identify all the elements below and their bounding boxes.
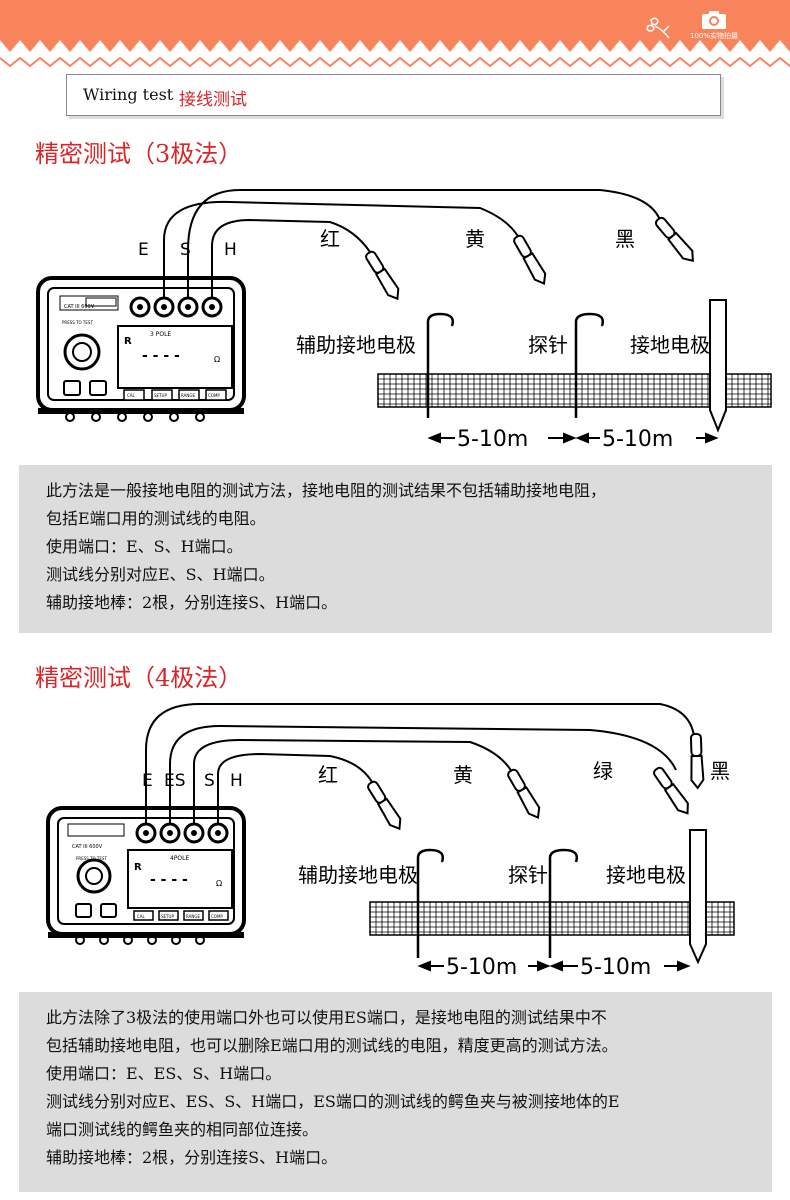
section-heading-4pole: 精密测试（4极法） bbox=[35, 664, 243, 692]
meter-button-cal: CAL bbox=[137, 914, 146, 919]
clip-label-red: 红 bbox=[320, 227, 340, 251]
test-wires bbox=[163, 189, 661, 298]
distance-label-2: 5-10m bbox=[602, 427, 673, 452]
clip-label-red: 红 bbox=[318, 763, 338, 787]
description-line: 包括E端口用的测试线的电阻。 bbox=[46, 509, 266, 528]
distance-label-1: 5-10m bbox=[446, 955, 517, 980]
description-4pole: 此方法除了3极法的使用端口外也可以使用ES端口，是接地电阻的测试结果中不 包括辅… bbox=[19, 992, 772, 1192]
description-line: 此方法是一般接地电阻的测试方法，接地电阻的测试结果不包括辅助接地电阻， bbox=[46, 481, 607, 500]
description-line: 使用端口：E、ES、S、H端口。 bbox=[46, 1064, 282, 1083]
terminal-label-s: S bbox=[204, 771, 215, 791]
alligator-clip-black bbox=[654, 216, 694, 263]
camera-icon bbox=[701, 11, 726, 29]
description-line: 使用端口：E、S、H端口。 bbox=[46, 537, 243, 556]
distance-arrows bbox=[427, 432, 719, 444]
distance-label-1: 5-10m bbox=[457, 427, 528, 452]
alligator-clip-green bbox=[653, 766, 689, 815]
description-line: 测试线分别对应E、ES、S、H端口，ES端口的测试线的鳄鱼夹与被测接地体的E bbox=[46, 1092, 620, 1111]
description-line: 辅助接地棒：2根，分别连接S、H端口。 bbox=[46, 1148, 338, 1167]
meter-button-comp: COMP bbox=[208, 393, 220, 398]
terminal-label-e: E bbox=[138, 240, 149, 260]
meter-unit: Ω bbox=[216, 879, 222, 888]
earth-tester-meter: CAT III 600V PRESS TO TEST 3 POLE R - - … bbox=[36, 276, 246, 422]
terminal-label-e: E bbox=[142, 771, 153, 791]
meter-r-label: R bbox=[124, 336, 132, 347]
badge-caption: 100%实物拍摄 bbox=[689, 32, 738, 40]
terminal-label-h: H bbox=[224, 240, 237, 260]
meter-button-setup: SETUP bbox=[161, 914, 174, 919]
clip-label-yellow: 黄 bbox=[453, 763, 473, 787]
meter-unit: Ω bbox=[214, 355, 220, 364]
alligator-clip-black bbox=[689, 732, 705, 790]
terminal-label-es: ES bbox=[164, 771, 186, 791]
meter-button-comp: COMP bbox=[211, 914, 223, 919]
top-banner: 100%实物拍摄 bbox=[0, 0, 790, 70]
description-line: 测试线分别对应E、S、H端口。 bbox=[46, 565, 275, 584]
clip-label-green: 绿 bbox=[593, 759, 613, 783]
ground-rods bbox=[416, 848, 578, 958]
wiring-diagram-3pole: CAT III 600V PRESS TO TEST 3 POLE R - - … bbox=[0, 180, 790, 460]
earth-electrode bbox=[709, 299, 727, 433]
earth-tester-meter: CAT III 600V PRESS TO TEST 4POLE R - - -… bbox=[46, 806, 246, 945]
rod-label-probe: 探针 bbox=[508, 863, 548, 887]
meter-mode-label: 3 POLE bbox=[150, 331, 171, 338]
alligator-clip-yellow bbox=[507, 768, 541, 820]
clip-label-yellow: 黄 bbox=[465, 227, 485, 251]
rod-label-auxiliary: 辅助接地电极 bbox=[296, 333, 416, 357]
wiring-diagram-4pole: CAT III 600V PRESS TO TEST 4POLE R - - -… bbox=[0, 700, 790, 985]
meter-mode-label: 4POLE bbox=[170, 855, 190, 862]
test-wires bbox=[145, 703, 695, 824]
ground-rods bbox=[426, 312, 604, 418]
meter-button-range: RANGE bbox=[186, 914, 200, 919]
description-line: 此方法除了3极法的使用端口外也可以使用ES端口，是接地电阻的测试结果中不 bbox=[46, 1008, 607, 1027]
photo-badge: 100%实物拍摄 bbox=[690, 10, 738, 41]
rod-label-electrode: 接地电极 bbox=[606, 863, 686, 887]
clip-label-black: 黑 bbox=[710, 759, 730, 783]
meter-cat-label: CAT III 600V bbox=[72, 844, 103, 850]
clip-label-black: 黑 bbox=[615, 227, 635, 251]
alligator-clip-red bbox=[367, 780, 402, 831]
section-heading-3pole: 精密测试（3极法） bbox=[35, 140, 243, 168]
alligator-clip-red bbox=[365, 250, 400, 301]
distance-label-2: 5-10m bbox=[580, 955, 651, 980]
description-line: 辅助接地棒：2根，分别连接S、H端口。 bbox=[46, 593, 338, 612]
alligator-clip-yellow bbox=[513, 234, 547, 286]
rod-label-auxiliary: 辅助接地电极 bbox=[298, 863, 418, 887]
earth-electrode bbox=[689, 829, 707, 965]
title-english: Wiring test bbox=[83, 85, 174, 104]
meter-reading: - - - - bbox=[150, 872, 188, 888]
flower-icon bbox=[646, 17, 670, 39]
ground-strip bbox=[369, 901, 735, 936]
terminal-label-s: S bbox=[180, 240, 191, 260]
meter-button-cal: CAL bbox=[127, 393, 136, 398]
meter-button-range: RANGE bbox=[181, 393, 195, 398]
rod-label-electrode: 接地电极 bbox=[630, 333, 710, 357]
meter-r-label: R bbox=[134, 862, 142, 873]
meter-button-setup: SETUP bbox=[154, 393, 167, 398]
meter-reading: - - - - bbox=[142, 348, 180, 364]
description-line: 包括辅助接地电阻，也可以删除E端口用的测试线的电阻，精度更高的测试方法。 bbox=[46, 1036, 618, 1055]
meter-cat-label: CAT III 600V bbox=[64, 304, 95, 310]
meter-press-label: PRESS TO TEST bbox=[76, 856, 107, 861]
section-title-box: Wiring test 接线测试 bbox=[66, 74, 721, 116]
description-3pole: 此方法是一般接地电阻的测试方法，接地电阻的测试结果不包括辅助接地电阻， 包括E端… bbox=[19, 465, 772, 633]
title-chinese: 接线测试 bbox=[179, 90, 247, 110]
terminal-label-h: H bbox=[230, 771, 243, 791]
ground-strip bbox=[377, 373, 772, 408]
description-line: 端口测试线的鳄鱼夹的相同部位连接。 bbox=[46, 1120, 319, 1139]
distance-arrows bbox=[417, 960, 691, 972]
rod-label-probe: 探针 bbox=[528, 333, 568, 357]
meter-press-label: PRESS TO TEST bbox=[62, 320, 93, 325]
